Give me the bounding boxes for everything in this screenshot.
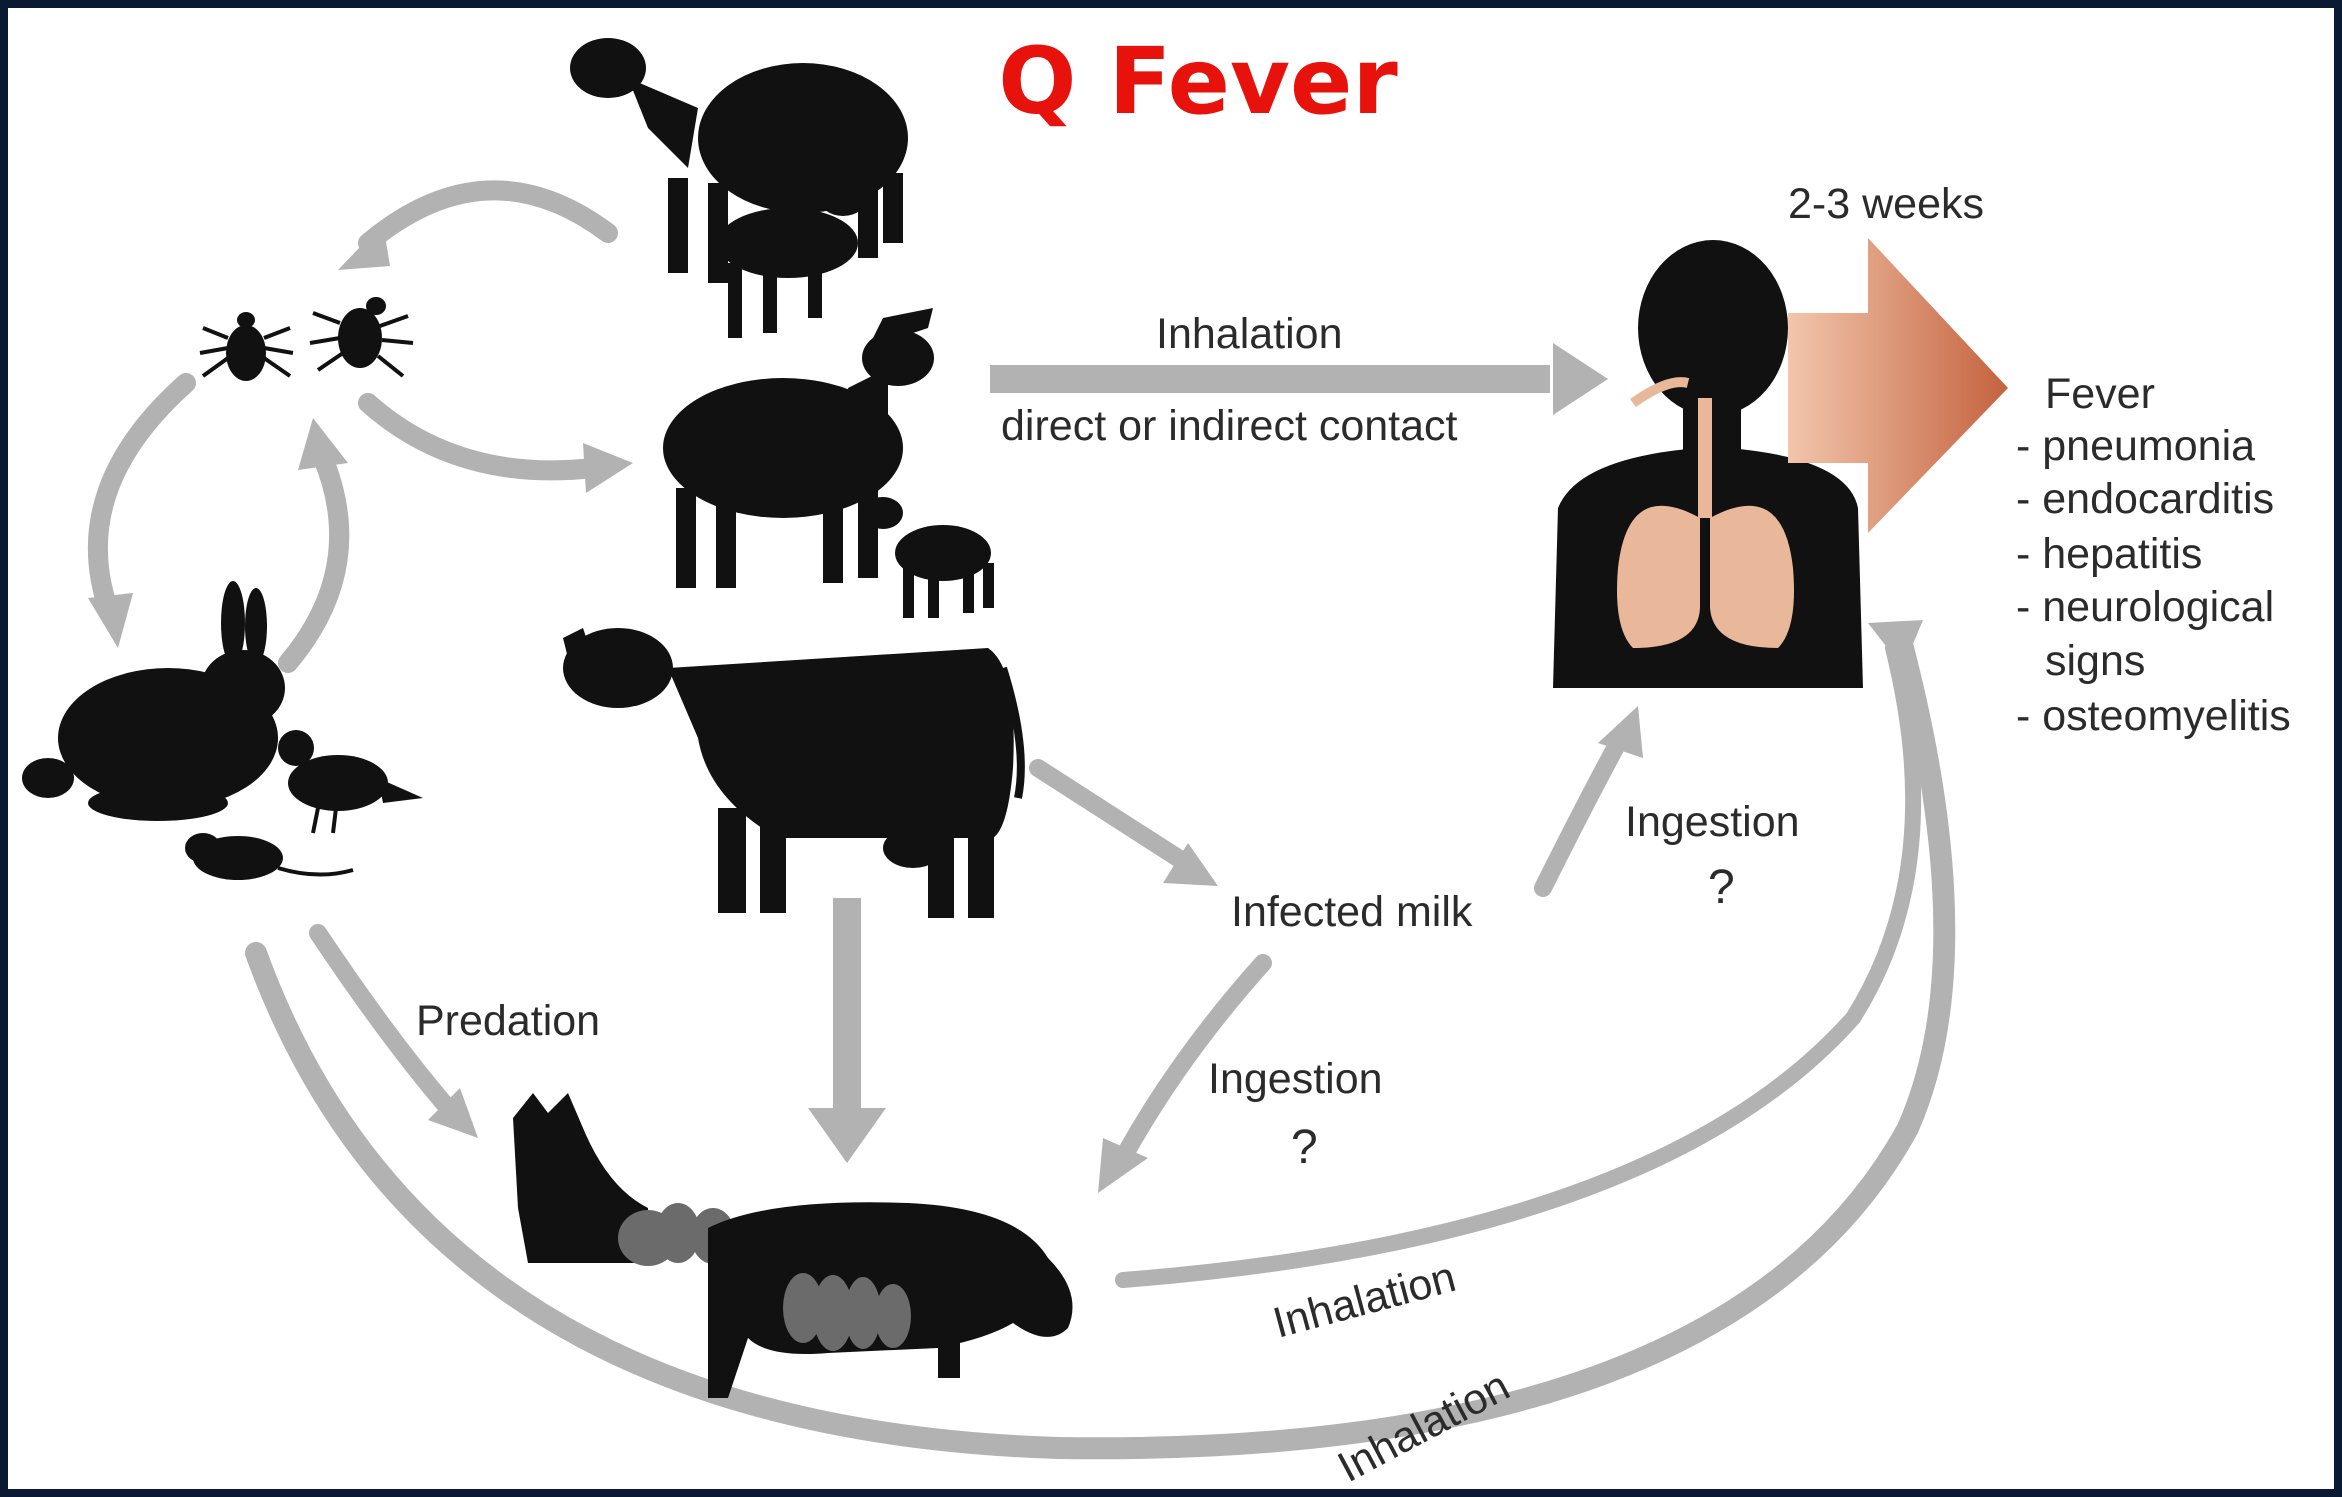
- rabbit-icon: [22, 581, 285, 821]
- symptom-item: - neurological: [2016, 583, 2274, 631]
- predation-label: Predation: [416, 997, 600, 1045]
- lung-right: [1710, 506, 1794, 648]
- arrow-milk-to-human: [1543, 706, 1643, 888]
- incubation-label: 2-3 weeks: [1788, 180, 1984, 228]
- arrow-rabbit-to-ticks: [288, 418, 348, 663]
- human-icon: [1553, 240, 1863, 688]
- symptom-item: signs: [2045, 637, 2145, 685]
- arrow-sheep-to-ticks: [338, 190, 608, 270]
- ingestion-right-label: Ingestion: [1625, 798, 1800, 846]
- arrow-dog-inhalation: [1123, 648, 1913, 1280]
- bird-icon: [278, 730, 423, 833]
- q-fever-transmission-diagram: Q Fever: [8, 8, 2334, 1489]
- sheep-icon: [570, 38, 908, 338]
- arrow-cow-to-milk: [1038, 768, 1218, 886]
- lung-left: [1617, 506, 1700, 648]
- infected-milk-label: Infected milk: [1231, 888, 1473, 936]
- tick-icon: [200, 297, 413, 381]
- dog-icon: [708, 1202, 1073, 1398]
- symptom-item: - pneumonia: [2016, 422, 2255, 470]
- goat-icon: [663, 308, 994, 618]
- arrow-ticks-to-goat: [368, 403, 633, 493]
- symptom-heading: Fever: [2045, 370, 2155, 418]
- symptom-item: - endocarditis: [2016, 475, 2274, 523]
- ingestion-mid-question: ?: [1291, 1121, 1318, 1174]
- inhalation-top-label: Inhalation: [1156, 310, 1343, 358]
- diagram-title: Q Fever: [998, 28, 1398, 135]
- ingestion-mid-label: Ingestion: [1208, 1055, 1383, 1103]
- arrow-cow-to-dog: [808, 898, 886, 1163]
- symptom-item: - osteomyelitis: [2016, 692, 2291, 740]
- mouse-icon: [185, 833, 353, 880]
- contact-label: direct or indirect contact: [1001, 402, 1458, 450]
- cow-icon: [563, 628, 1021, 918]
- symptom-item: - hepatitis: [2016, 530, 2202, 578]
- ingestion-right-question: ?: [1708, 861, 1735, 914]
- arrow-ticks-to-rabbit: [88, 383, 186, 648]
